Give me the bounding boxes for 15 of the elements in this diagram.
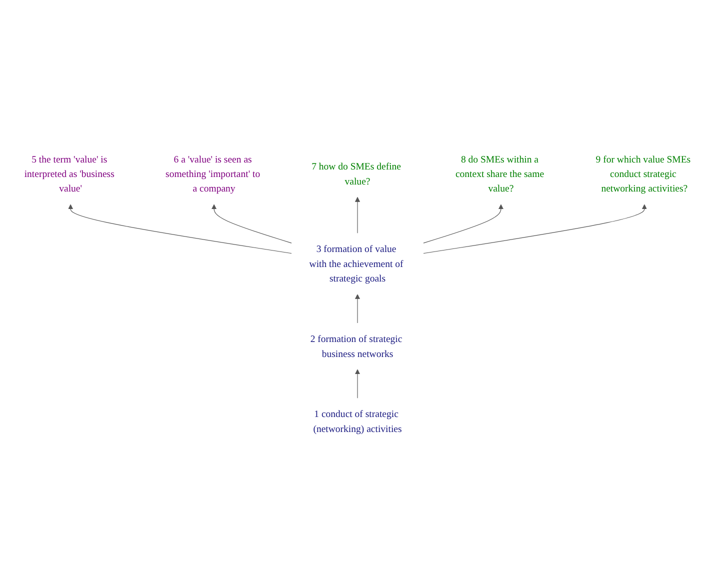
arrow [354,196,360,234]
arrow [423,204,504,244]
arrow [354,294,360,324]
node-text: 7 how do SMEs define value? [312,161,401,187]
arrow [212,204,292,244]
node-text: 6 a 'value' is seen as something 'important' to a company [166,154,260,194]
node-text: 5 the term 'value' is interpreted as 'business value' [24,154,114,194]
node-text: 8 do SMEs within a context share the same value? [455,154,544,194]
node-text: 3 formation of value with the achievement of strategic goals [309,244,404,284]
arrow [68,204,292,254]
arrow [423,204,647,254]
node-text: 1 conduct of strategic (networking) activities [313,408,402,434]
node-text: 9 for which value SMEs conduct strategic networking activities? [596,154,691,194]
arrow [354,369,360,398]
node-text: 2 formation of strategic business networks [310,333,402,359]
